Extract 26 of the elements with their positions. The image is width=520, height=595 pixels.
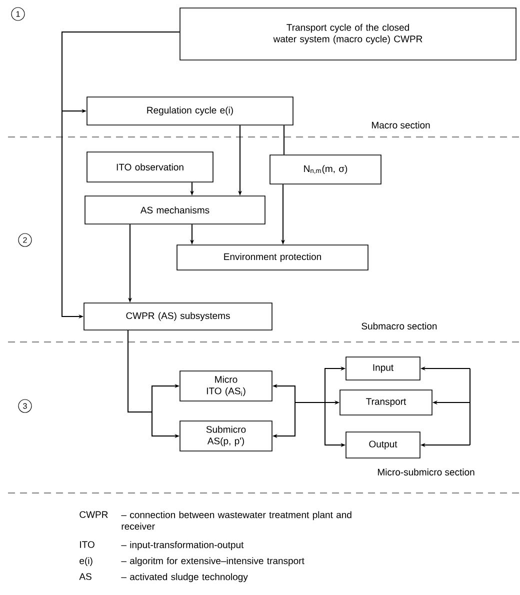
process-box: Regulation cycle e(i) [86,96,294,126]
process-box: N$_{n,m}$(m, σ) [270,154,382,184]
definition-text: – connection between wastewater treatment plant and receiver [121,511,352,530]
section-label: Micro-submicro section [378,468,474,476]
process-box: AS mechanisms [84,196,266,224]
process-box: Submicro AS(p, p') [180,420,272,452]
step-number: 3 [18,399,32,413]
section-label: Submacro section [362,322,437,330]
process-box: ITO observation [86,152,214,182]
process-box: Transport cycle of the closed water system (macro cycle) CWPR [180,8,516,60]
section-label: Macro section [372,122,430,128]
definition-text: – input-transformation-output [121,541,244,550]
definition-text: – activated sludge technology [121,573,248,582]
step-number: 2 [18,233,32,247]
process-box: Environment protection [176,244,368,270]
process-box: CWPR (AS) subsystems [84,302,272,330]
step-number: 1 [11,7,25,21]
abbreviation: e(i) [80,557,92,566]
abbreviation: CWPR [80,511,108,518]
abbreviation: ITO [80,541,94,548]
process-box: Transport [340,390,432,416]
process-box: Output [346,432,420,458]
abbreviation: AS [79,573,92,580]
definition-text: – algoritm for extensive–intensive transport [121,557,304,566]
process-box: Micro ITO (AS$_{i}$) [180,370,272,402]
process-box: Input [346,356,420,380]
